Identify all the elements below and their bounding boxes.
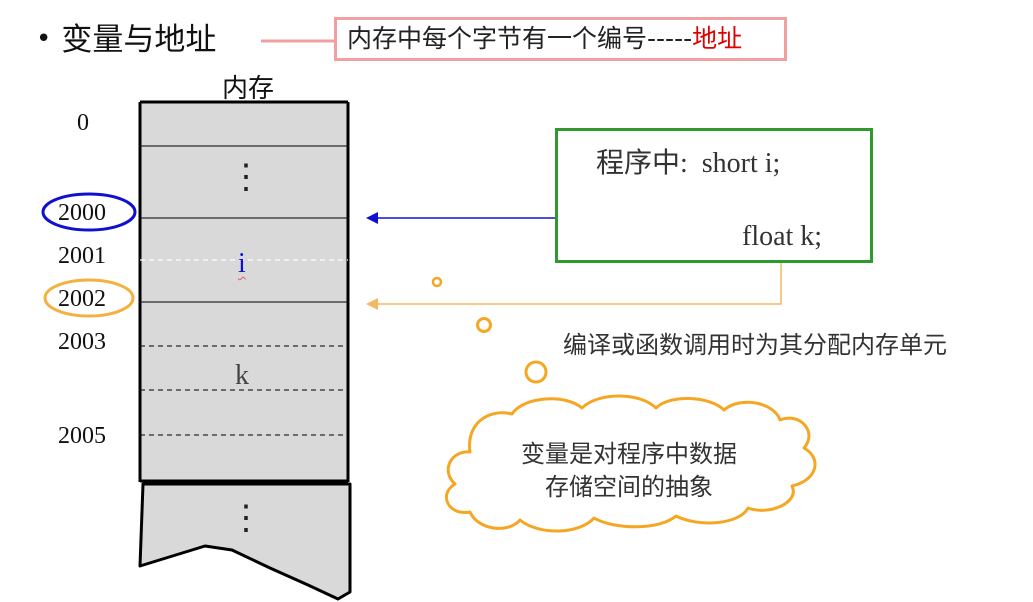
thought-bubble-medium	[476, 317, 492, 333]
allocation-note: 编译或函数调用时为其分配内存单元	[563, 331, 947, 359]
memory-bottom-ellipsis: ⋮	[229, 498, 263, 538]
memory-label: 内存	[222, 74, 275, 104]
address-0: 0	[77, 110, 89, 136]
address-2002: 2002	[58, 286, 106, 312]
code-short-i: short i;	[701, 148, 781, 179]
address-2000-highlight	[41, 192, 137, 232]
thought-bubble-small	[431, 276, 443, 288]
memory-cell-i: i	[238, 248, 246, 279]
address-2002-highlight	[43, 278, 135, 318]
memory-top-ellipsis: ⋮	[229, 157, 263, 197]
note-highlight: 地址	[692, 24, 743, 53]
title-bullet: •	[36, 24, 52, 54]
memory-cell-k: k	[235, 360, 249, 391]
memory-column	[140, 102, 348, 482]
code-prefix: 程序中:	[596, 148, 688, 179]
code-box: 程序中: short i; float k;	[555, 128, 873, 263]
slide-title: • 变量与地址	[36, 14, 216, 59]
cloud-text: 变量是对程序中数据 存储空间的抽象	[470, 438, 788, 504]
note-text: 内存中每个字节有一个编号-----	[347, 24, 693, 53]
cloud-line-2: 存储空间的抽象	[545, 473, 713, 501]
address-note-box: 内存中每个字节有一个编号-----地址	[334, 17, 787, 61]
cloud-callout	[444, 394, 817, 533]
title-text: 变量与地址	[61, 22, 217, 58]
cloud-line-1: 变量是对程序中数据	[521, 440, 737, 468]
address-2001: 2001	[58, 243, 106, 269]
address-2003: 2003	[58, 329, 106, 355]
address-2005: 2005	[58, 423, 106, 449]
memory-torn-segment	[138, 482, 352, 601]
address-2000: 2000	[58, 200, 106, 226]
code-line-1: 程序中: short i;	[596, 141, 780, 181]
code-float-k: float k;	[742, 221, 823, 252]
arrow-float-k	[376, 262, 782, 305]
thought-bubble-large	[524, 360, 548, 384]
